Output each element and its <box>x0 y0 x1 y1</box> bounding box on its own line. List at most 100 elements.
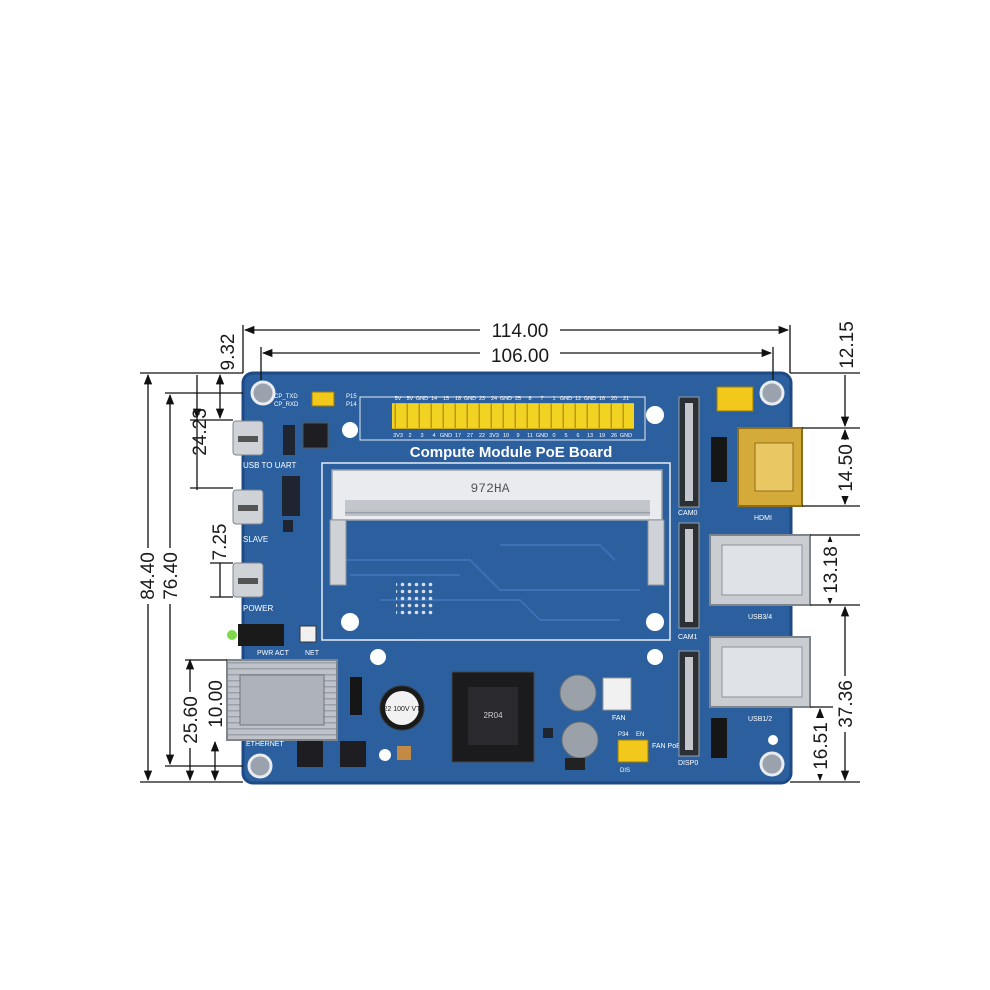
cap-base <box>565 758 585 770</box>
header-pin-label: GND <box>416 396 428 402</box>
mounting-hole-bl <box>247 753 273 779</box>
header-pin-label: GND <box>500 396 512 402</box>
label-power: POWER <box>243 604 273 613</box>
smd-component <box>397 746 411 760</box>
header-outline <box>359 396 646 441</box>
electrolytic-capacitor <box>561 721 599 759</box>
sodimm-contacts <box>345 510 650 516</box>
fan-connector-body <box>602 677 632 711</box>
dim-left-top-offset: 9.32 <box>218 334 239 371</box>
dim-usb-uart-offset: 24.23 <box>190 408 211 456</box>
header-pin-label: 3 <box>420 433 423 439</box>
micro-usb-slave: SLAVE <box>232 489 268 544</box>
header-pin-label: 6 <box>576 433 579 439</box>
dim-bottom-right: 16.51 <box>811 722 832 770</box>
header-pin-label: GND <box>620 433 632 439</box>
dim-right-top-offset: 12.15 <box>837 321 858 369</box>
fpc-slot <box>685 403 693 501</box>
hdmi-opening <box>754 442 794 492</box>
dimm-outline <box>321 462 671 641</box>
label-usb34: USB3/4 <box>748 614 772 621</box>
inductor-label: 2R04 <box>483 711 503 720</box>
header-pin-label: 18 <box>455 396 461 402</box>
pad-hole <box>341 613 359 631</box>
label-p14: P14 <box>346 402 357 408</box>
dim-height-outer: 84.40 <box>138 552 159 600</box>
disp0-connector: DISP0 <box>678 650 700 767</box>
via-array <box>396 582 434 617</box>
header-pin-label: 5V <box>395 396 402 402</box>
header-pin-label: 5V <box>407 396 414 402</box>
header-pin-label: 10 <box>503 433 509 439</box>
header-pin-label: 0 <box>552 433 555 439</box>
header-pin-label: 3V3 <box>393 433 403 439</box>
transformer-core <box>468 687 518 745</box>
capacitor-face <box>385 691 419 725</box>
pcb-traces <box>330 544 640 641</box>
header-pin-label: 26 <box>611 433 617 439</box>
gpio-header-pins <box>392 403 634 429</box>
micro-usb-opening <box>238 578 258 584</box>
micro-usb-opening <box>238 436 258 442</box>
header-pin-label: 25 <box>515 396 521 402</box>
electrolytic-capacitor <box>559 674 597 712</box>
net-led <box>299 625 317 643</box>
uart-jumper <box>311 391 335 407</box>
header-pin-label: 22 <box>479 433 485 439</box>
dimension-lines <box>140 325 860 783</box>
label-cp-rxd: CP_RXD <box>274 402 299 408</box>
smd-component <box>282 476 300 516</box>
label-p34: P34 <box>618 732 629 738</box>
header-pin-label: 1 <box>552 396 555 402</box>
header-pin-label: GND <box>536 433 548 439</box>
header-pin-label: 27 <box>467 433 473 439</box>
sodimm-latch-right <box>647 519 665 586</box>
pad-hole <box>379 749 391 761</box>
usb34-port: USB3/4 <box>709 534 811 621</box>
dim-height-inner: 76.40 <box>161 552 182 600</box>
pin-header-small <box>350 677 362 715</box>
jumper-body <box>617 739 649 763</box>
pwr-led <box>227 630 237 640</box>
mounting-hole-tr <box>759 380 785 406</box>
header-pin-label: GND <box>584 396 596 402</box>
dim-ethernet-offset: 25.60 <box>181 696 202 744</box>
smd-component <box>283 425 295 455</box>
label-fan-poe: FAN PoE <box>652 743 681 750</box>
micro-usb-opening <box>238 505 258 511</box>
mosfet <box>297 741 323 767</box>
label-fan: FAN <box>612 715 626 722</box>
label-p15: P15 <box>346 394 357 400</box>
pad-hole <box>646 613 664 631</box>
header-pin-label: GND <box>464 396 476 402</box>
header-pin-label: 20 <box>611 396 617 402</box>
label-en: EN <box>636 732 644 738</box>
header-pin-label: 3V3 <box>489 433 499 439</box>
header-pin-label: 16 <box>599 396 605 402</box>
rj45-opening <box>239 674 325 726</box>
ethernet-port: ETHERNET <box>226 659 338 748</box>
pad-hole <box>768 735 778 745</box>
board-title: Compute Module PoE Board <box>410 444 613 461</box>
label-hdmi: HDMI <box>754 515 772 522</box>
header-pin-label: 4 <box>432 433 435 439</box>
label-usb-to-uart: USB TO UART <box>243 461 296 470</box>
dim-slave-power-gap: 7.25 <box>210 524 231 561</box>
header-pin-label: 17 <box>455 433 461 439</box>
cam1-connector: CAM1 <box>678 522 700 641</box>
status-leds: PWR ACT NET <box>227 624 320 657</box>
sodimm-chip-label: 972HA <box>470 481 509 496</box>
label-net: NET <box>305 650 320 657</box>
header-pin-label: GND <box>440 433 452 439</box>
top-right-jumper <box>716 386 754 412</box>
mosfet <box>340 741 366 767</box>
cam0-connector: CAM0 <box>678 396 700 517</box>
mounting-hole-br <box>759 751 785 777</box>
usb-opening <box>721 544 803 596</box>
header-pin-label: 13 <box>587 433 593 439</box>
poe-transformer: 2R04 <box>451 671 535 763</box>
dim-usb34-height: 13.18 <box>821 546 842 594</box>
